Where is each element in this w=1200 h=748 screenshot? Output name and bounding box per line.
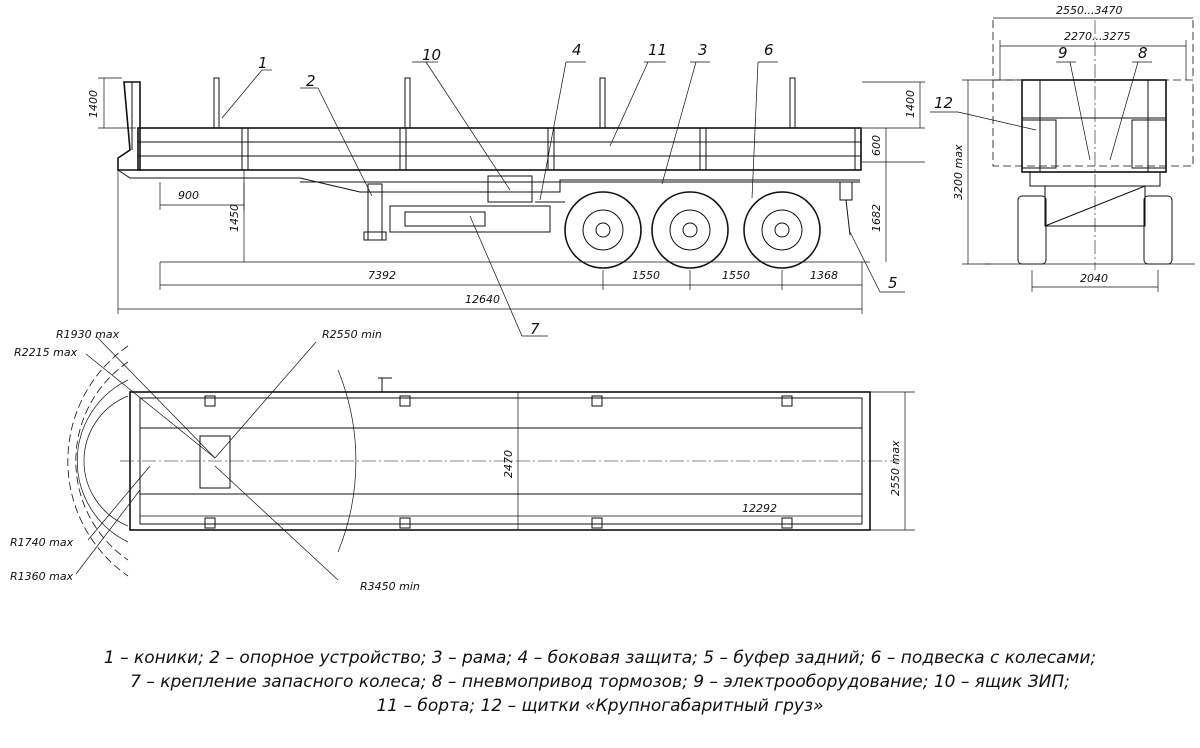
side-stakes	[213, 77, 796, 129]
dim-inner-l: 12292	[742, 502, 777, 515]
dim-r2215: R2215 max	[14, 346, 78, 359]
leader-12: 12	[934, 94, 953, 112]
dim-r2550: R2550 min	[322, 328, 382, 341]
top-stake-pockets	[204, 395, 793, 529]
dim-r1360: R1360 max	[10, 570, 74, 583]
side-view: 1400 1400 600 1682 900 1450	[87, 41, 925, 338]
dim-h-max: 3200 max	[952, 144, 965, 200]
dim-h-total: 1682	[870, 204, 883, 232]
leader-3: 3	[698, 41, 708, 59]
leader-1: 1	[258, 54, 268, 72]
leader-4: 4	[572, 41, 582, 59]
dim-l-total: 12640	[465, 293, 500, 306]
leader-8: 8	[1138, 44, 1148, 62]
leader-5: 5	[888, 274, 898, 292]
legend-line-2: 7 – крепление запасного колеса; 8 – пнев…	[130, 672, 1070, 692]
dim-track: 2040	[1080, 272, 1108, 285]
dim-h-frame: 1450	[228, 204, 241, 232]
dim-h-stakes: 1400	[87, 90, 100, 118]
top-view: R1930 max R2215 max R2550 min R1740 max …	[10, 328, 915, 593]
rear-leaders: 9 8 12	[930, 44, 1152, 161]
dim-kingpin-offset: 900	[178, 189, 199, 202]
dim-w-inner: 2270...3275	[1064, 30, 1130, 43]
dim-w-max: 2550...3470	[1056, 4, 1122, 17]
dim-outer-w: 2550 max	[889, 440, 902, 496]
dim-axle1: 1550	[632, 269, 660, 282]
dim-r1740: R1740 max	[10, 536, 74, 549]
legend-line-3: 11 – борта; 12 – щитки «Крупногабаритный…	[376, 696, 824, 716]
side-leaders: 1 2 10 4 11 3 6 5 7	[221, 41, 905, 338]
dim-h-rear-stakes: 1400	[904, 90, 917, 118]
dim-h-board: 600	[870, 135, 883, 156]
leader-7: 7	[530, 320, 540, 338]
rear-view: 2550...3470 2270...3275 3200 max 2040 9 …	[930, 4, 1195, 292]
legend: 1 – коники; 2 – опорное устройство; 3 – …	[0, 646, 1200, 718]
leader-6: 6	[764, 41, 774, 59]
rear-dimensions: 2550...3470 2270...3275 3200 max 2040	[952, 4, 1193, 292]
leader-10: 10	[422, 46, 441, 64]
leader-11: 11	[648, 41, 667, 59]
dim-r1930: R1930 max	[56, 328, 120, 341]
leader-9: 9	[1058, 44, 1068, 62]
side-dimensions: 1400 1400 600 1682 900 1450	[87, 77, 925, 314]
side-board-posts	[241, 127, 862, 171]
leader-2: 2	[306, 72, 316, 90]
technical-drawing: 1400 1400 600 1682 900 1450	[10, 4, 1195, 593]
dim-axle2: 1550	[722, 269, 750, 282]
dim-l-to-axle: 7392	[368, 269, 396, 282]
side-wheels	[564, 191, 821, 269]
dim-rear-overhang: 1368	[810, 269, 838, 282]
dim-inner-w: 2470	[502, 450, 515, 478]
legend-line-1: 1 – коники; 2 – опорное устройство; 3 – …	[103, 648, 1097, 668]
top-radius-leaders	[75, 335, 339, 581]
dim-r3450: R3450 min	[360, 580, 420, 593]
